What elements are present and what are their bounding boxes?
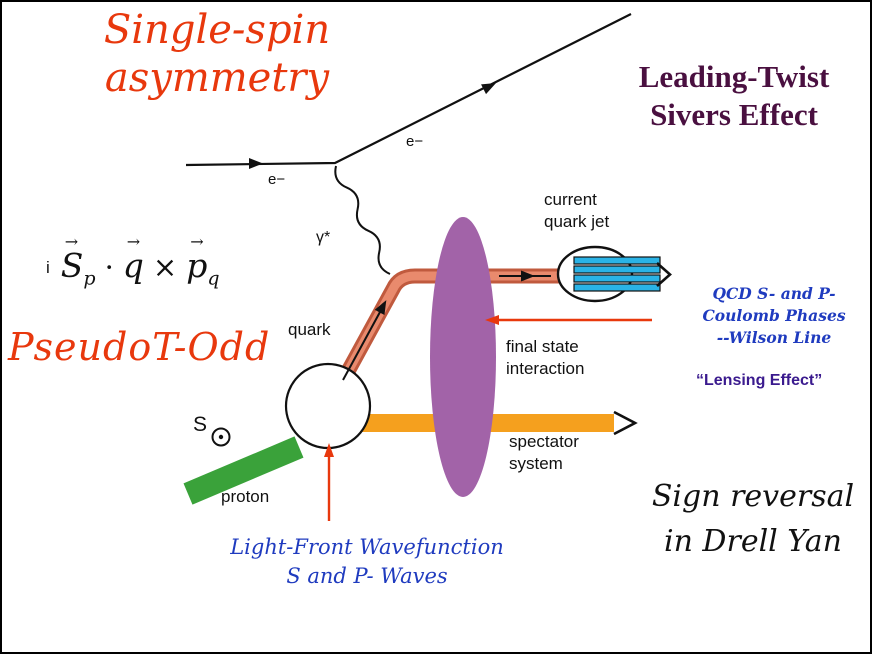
spectator-arrow-icon <box>613 410 638 436</box>
annotation-lfwf-line1: Light-Front Wavefunction <box>230 535 504 559</box>
label-fsi-line2: interaction <box>506 359 585 378</box>
jet-ellipse <box>556 245 634 303</box>
jet-stripe <box>573 265 661 274</box>
annotation-lensing-effect: “Lensing Effect” <box>696 372 823 389</box>
quark-momentum-arrowhead2-icon <box>521 270 535 282</box>
annotation-light-front-wavefunction: Light-Front Wavefunction S and P- Waves <box>197 533 537 591</box>
annotation-sign-line2: in Drell Yan <box>663 524 842 559</box>
formula-spin-correlation: i →Sp · →q × →pq <box>46 232 220 290</box>
dot-operator: · <box>104 250 114 284</box>
label-electron-in: e− <box>268 171 286 188</box>
label-spectator-line2: system <box>509 454 563 473</box>
label-quark: quark <box>288 320 331 339</box>
vector-arrow-icon: → <box>190 232 204 251</box>
heading-line1: Leading-Twist <box>638 59 830 94</box>
label-proton: proton <box>221 487 270 506</box>
label-current-quark-jet-line1: current <box>544 190 597 209</box>
label-pseudo-t-odd: PseudoT-Odd <box>8 325 271 369</box>
vector-q-letter: q <box>122 246 144 285</box>
proton-band <box>183 436 304 505</box>
annotation-lfwf-line2: S and P- Waves <box>286 564 448 588</box>
label-photon: γ* <box>316 229 331 246</box>
jet-arrow-icon <box>656 262 672 287</box>
annotation-qcd-line3: --Wilson Line <box>716 328 832 347</box>
slide-title-line1: Single-spin <box>103 7 331 53</box>
proton-blob <box>284 362 372 450</box>
heading-leading-twist: Leading-Twist Sivers Effect <box>598 58 870 134</box>
vector-p-letter: p <box>186 246 208 285</box>
label-final-state-interaction: final state interaction <box>506 336 584 380</box>
fsi-pointer-arrowhead-icon <box>485 315 499 325</box>
electron-out-arrowhead-icon <box>481 82 497 95</box>
annotation-qcd-line1: QCD S- and P- <box>712 284 836 303</box>
label-spin: S <box>193 413 208 436</box>
annotation-qcd-line2: Coulomb Phases <box>702 306 846 325</box>
vector-p: →pq <box>186 232 220 290</box>
annotation-sign-reversal: Sign reversal in Drell Yan <box>636 474 870 564</box>
annotation-qcd-phases: QCD S- and P- Coulomb Phases --Wilson Li… <box>688 283 860 349</box>
vector-arrow-icon: → <box>126 232 141 251</box>
spin-dot-icon <box>218 434 224 440</box>
slide-title-line2: asymmetry <box>104 55 330 101</box>
label-spectator-line1: spectator <box>509 432 579 451</box>
vector-s: →Sp <box>60 232 96 290</box>
formula-prefix: i <box>46 257 50 277</box>
vector-q: →q <box>122 232 144 285</box>
photon-wiggle-line <box>334 165 391 275</box>
electron-line <box>185 13 632 167</box>
cross-operator: × <box>152 250 178 284</box>
lfwf-pointer-arrowhead-icon <box>324 443 334 457</box>
jet-stripe <box>573 283 661 292</box>
label-electron-out: e− <box>406 133 424 150</box>
slide-title: Single-spin asymmetry <box>87 6 347 102</box>
quark-momentum-arrowhead-icon <box>374 300 387 316</box>
quark-band <box>331 271 560 398</box>
annotation-sign-line1: Sign reversal <box>651 479 855 514</box>
label-current-quark-jet: current quark jet <box>544 189 609 233</box>
final-state-interaction-ellipse <box>430 217 496 497</box>
jet-stripe <box>573 274 661 283</box>
vector-p-sub: q <box>207 267 220 290</box>
vector-s-sub: p <box>83 267 96 290</box>
heading-line2: Sivers Effect <box>650 97 818 132</box>
label-fsi-line1: final state <box>506 337 579 356</box>
label-spectator-system: spectator system <box>509 431 579 475</box>
quark-momentum-line <box>342 311 381 381</box>
vector-s-letter: S <box>60 246 84 285</box>
electron-in-arrowhead-icon <box>249 158 263 169</box>
jet-stripe <box>573 256 661 265</box>
vector-arrow-icon: → <box>64 232 79 251</box>
label-current-quark-jet-line2: quark jet <box>544 212 610 231</box>
